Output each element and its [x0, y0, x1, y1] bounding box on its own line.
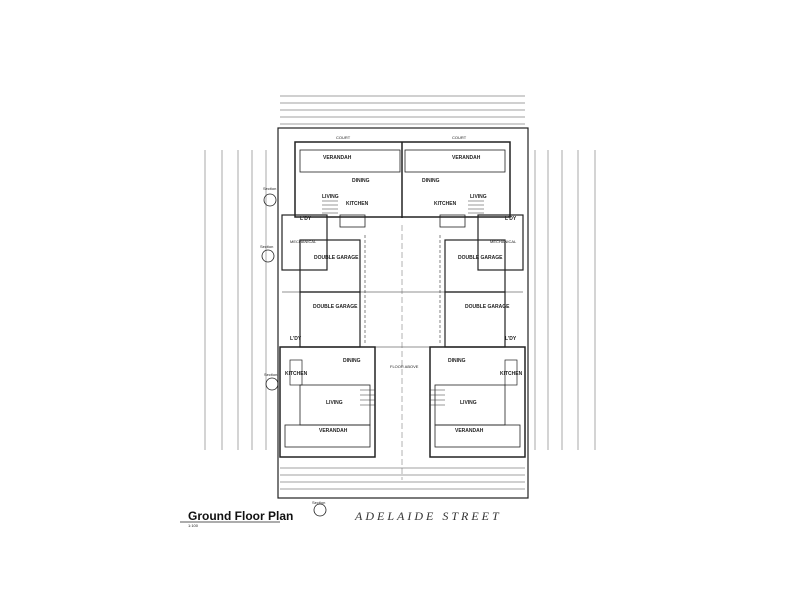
- street-label: ADELAIDE STREET: [354, 509, 502, 523]
- drawing-scale: 1:100: [188, 523, 199, 528]
- mechanical-note-right: MECHANICAL: [490, 239, 517, 244]
- top-right-kitchen: KITCHEN: [434, 201, 457, 207]
- top-left-verandah: VERANDAH: [323, 155, 352, 161]
- bottom-right-garage: DOUBLE GARAGE: [465, 304, 510, 310]
- bottom-left-kitchen: KITCHEN: [285, 371, 308, 377]
- top-left-living: LIVING: [322, 194, 339, 200]
- section-label: Section: [312, 500, 325, 505]
- court-label-left: COURT: [336, 135, 351, 140]
- section-label: Section: [264, 372, 277, 377]
- bottom-right-kitchen: KITCHEN: [500, 371, 523, 377]
- bottom-right-dining: DINING: [448, 358, 466, 364]
- right-dimension-lines: [534, 150, 596, 450]
- section-marker-left-bottom: Section: [264, 372, 279, 391]
- bottom-right-living: LIVING: [460, 400, 477, 406]
- top-left-garage: DOUBLE GARAGE: [314, 255, 359, 261]
- bottom-left-living: LIVING: [326, 400, 343, 406]
- bottom-right-laundry: L'DY: [505, 336, 517, 342]
- top-building: [281, 141, 524, 293]
- section-label: Section: [260, 244, 273, 249]
- bottom-right-verandah: VERANDAH: [455, 428, 484, 434]
- top-left-kitchen: KITCHEN: [346, 201, 369, 207]
- top-right-living: LIVING: [470, 194, 487, 200]
- bottom-left-laundry: L'DY: [290, 336, 302, 342]
- middle-building: [282, 291, 523, 348]
- driveway: [364, 225, 441, 480]
- site-boundary: [277, 127, 529, 499]
- top-right-garage: DOUBLE GARAGE: [458, 255, 503, 261]
- section-marker-bottom: Section: [312, 500, 327, 517]
- top-dimension-lines: [280, 95, 525, 125]
- top-right-laundry: L'DY: [505, 216, 517, 222]
- section-marker-left-top: Section: [263, 186, 277, 207]
- court-label-right: COURT: [452, 135, 467, 140]
- bottom-left-verandah: VERANDAH: [319, 428, 348, 434]
- bottom-dimension-lines: [280, 467, 525, 490]
- mechanical-note-left: MECHANICAL: [290, 239, 317, 244]
- bottom-left-garage: DOUBLE GARAGE: [313, 304, 358, 310]
- stairs: [322, 200, 484, 406]
- bottom-left-dining: DINING: [343, 358, 361, 364]
- section-marker-left-mid: Section: [260, 244, 275, 263]
- section-label: Section: [263, 186, 276, 191]
- top-right-dining: DINING: [422, 178, 440, 184]
- top-right-verandah: VERANDAH: [452, 155, 481, 161]
- drawing-title: Ground Floor Plan: [188, 509, 293, 523]
- top-left-dining: DINING: [352, 178, 370, 184]
- floor-above-note: FLOOR ABOVE: [390, 364, 419, 369]
- top-left-laundry: L'DY: [300, 216, 312, 222]
- left-dimension-lines: [204, 150, 267, 450]
